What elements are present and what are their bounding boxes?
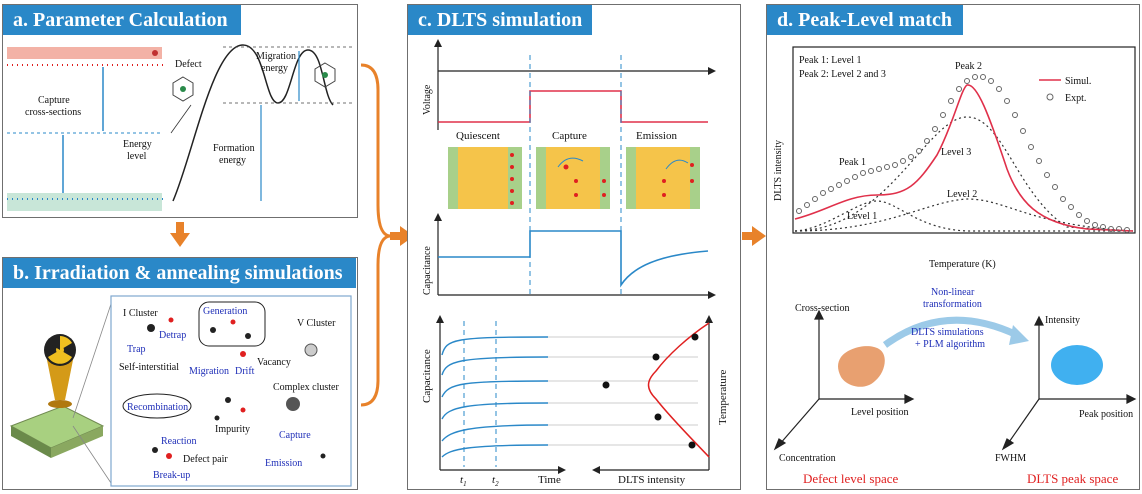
level-2-label: Level 2 <box>947 189 977 200</box>
capture-label: Capture <box>38 95 70 106</box>
conduction-band <box>7 47 162 59</box>
emission-label: Emission <box>265 458 302 469</box>
peak-position-label: Peak position <box>1079 409 1133 420</box>
energy-label: Energy <box>123 139 152 150</box>
panel-dlts-simulation: c. DLTS simulation Voltage Quiescent Cap… <box>407 4 741 490</box>
quiescent-label: Quiescent <box>456 130 500 142</box>
transform-arrow <box>882 316 1019 348</box>
detrap-label: Detrap <box>159 330 186 341</box>
curly-brace-icon <box>360 63 391 407</box>
defect-level-space-axes <box>773 309 915 451</box>
band-box-emission <box>626 147 700 209</box>
trap-label: Trap <box>127 344 146 355</box>
capture-label: Capture <box>552 130 587 142</box>
time-label: Time <box>538 474 561 486</box>
capacitance-top-label: Capacitance <box>422 246 433 295</box>
panel-peak-level-match: d. Peak-Level match DLTS intensity Tempe… <box>766 4 1140 490</box>
panel-parameter-calculation: a. Parameter Calculation Capture cross-s… <box>2 4 358 218</box>
i-cluster-label: I Cluster <box>123 308 158 319</box>
level-2-curve <box>794 198 1134 232</box>
level-3-curve <box>794 116 1134 232</box>
level-position-label: Level position <box>851 407 909 418</box>
defect-level-space-title: Defect level space <box>803 471 899 486</box>
t1-label: t1 <box>460 474 467 488</box>
radiation-icon <box>44 334 76 408</box>
dlts-intensity-label: DLTS intensity <box>618 474 686 486</box>
formation-energy-label: energy <box>219 155 246 166</box>
migration-label: Migration <box>189 366 229 377</box>
fwhm-label: FWHM <box>995 453 1026 464</box>
level-3-label: Level 3 <box>941 147 971 158</box>
parameter-diagram: Capture cross-sections Energy level Defe… <box>7 44 353 211</box>
migration-label: Migration <box>256 51 296 62</box>
intensity-label: Intensity <box>1045 315 1080 326</box>
level-1-curve <box>794 200 1133 232</box>
peak2-note: Peak 2: Level 2 and 3 <box>799 69 886 80</box>
defect-pair-label: Defect pair <box>183 454 228 465</box>
defect-label: Defect <box>175 59 202 70</box>
dlts-sim-label: DLTS simulations <box>911 327 984 338</box>
capacitance-bottom-label: Capacitance <box>421 349 433 403</box>
formation-label: Formation <box>213 143 255 154</box>
level-label: level <box>127 151 147 162</box>
peak-cluster-blob <box>1051 345 1103 385</box>
dlts-diagram: Voltage Quiescent Capture Emission <box>421 39 729 488</box>
orange-arrow-icon <box>170 222 190 247</box>
capture-label: Capture <box>279 430 311 441</box>
cross-section-label: Cross-section <box>795 303 849 314</box>
spectrum-plot-frame <box>792 46 1136 234</box>
t2-label: t2 <box>492 474 499 488</box>
concentration-label: Concentration <box>779 453 836 464</box>
voltage-pulse <box>438 90 708 123</box>
voltage-label: Voltage <box>422 84 433 115</box>
band-box-capture <box>536 147 610 209</box>
peak-1-label: Peak 1 <box>839 157 866 168</box>
panel-title: c. DLTS simulation <box>408 5 592 35</box>
capacitance-transient-set <box>441 336 549 458</box>
level-1-label: Level 1 <box>847 211 877 222</box>
transformation-label: transformation <box>923 299 982 310</box>
peak1-note: Peak 1: Level 1 <box>799 55 861 66</box>
emission-label: Emission <box>636 130 677 142</box>
panel-irradiation-annealing: b. Irradiation & annealing simulations <box>2 257 358 490</box>
legend-simulated: Simul. <box>1065 76 1091 87</box>
v-cluster-label: V Cluster <box>297 318 336 329</box>
complex-cluster-label: Complex cluster <box>273 382 339 393</box>
self-interstitial-label: Self-interstitial <box>119 362 179 373</box>
peak-2-label: Peak 2 <box>955 61 982 72</box>
drift-label: Drift <box>235 366 255 377</box>
temperature-label: Temperature <box>717 369 729 425</box>
nonlinear-label: Non-linear <box>931 287 975 298</box>
cross-sections-label: cross-sections <box>25 107 81 118</box>
dlts-spectrum-curve <box>647 322 710 458</box>
panel-title: a. Parameter Calculation <box>3 5 241 35</box>
plm-label: + PLM algorithm <box>915 339 985 350</box>
capacitance-transient <box>438 230 709 288</box>
legend-experimental: Expt. <box>1065 93 1086 104</box>
orange-arrow-icon <box>742 226 766 246</box>
simulated-spectrum <box>794 84 1134 232</box>
y-axis-label: DLTS intensity <box>773 140 784 201</box>
panel-title: d. Peak-Level match <box>767 5 963 35</box>
band-box-quiescent <box>448 147 522 209</box>
migration-energy-label: energy <box>261 63 288 74</box>
energy-landscape-curve <box>172 44 334 202</box>
generation-label: Generation <box>203 306 247 317</box>
irradiation-diagram: I Cluster Detrap Trap Self-interstitial … <box>9 295 352 487</box>
dlts-peak-space-title: DLTS peak space <box>1027 471 1118 486</box>
experimental-points <box>796 74 1130 233</box>
reaction-label: Reaction <box>161 436 197 447</box>
x-axis-label: Temperature (K) <box>929 259 996 270</box>
break-up-label: Break-up <box>153 470 190 481</box>
dlts-peak-space-axes <box>1001 315 1137 451</box>
vacancy-label: Vacancy <box>257 357 291 368</box>
panel-title: b. Irradiation & annealing simulations <box>3 258 356 288</box>
defect-cluster-blob <box>838 346 885 387</box>
impurity-label: Impurity <box>215 424 250 435</box>
valence-band <box>7 193 162 211</box>
recombination-label: Recombination <box>127 402 188 413</box>
peak-level-diagram: DLTS intensity Temperature (K) Peak 1: L… <box>773 46 1137 486</box>
simulation-box <box>110 295 352 487</box>
